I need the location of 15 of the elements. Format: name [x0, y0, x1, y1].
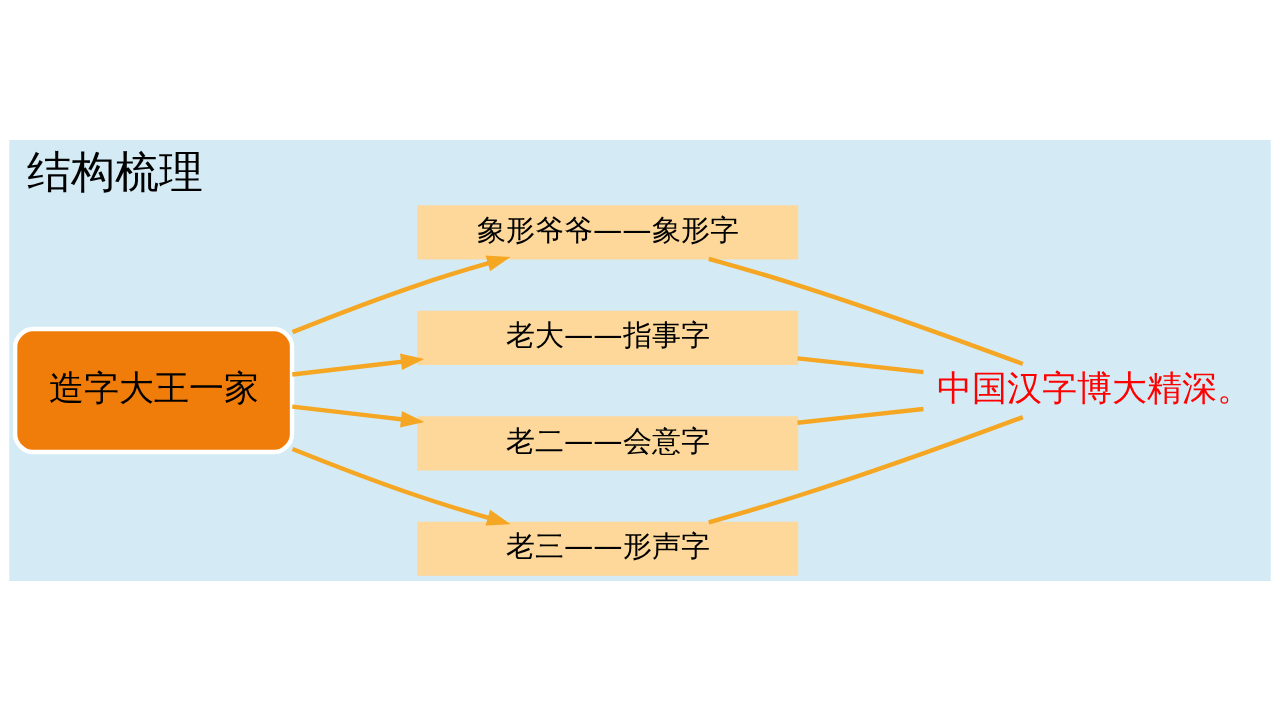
node-box: 老二——会意字	[417, 415, 799, 470]
node-box: 老三——形声字	[417, 521, 799, 576]
arrow	[291, 446, 511, 526]
connector	[797, 406, 924, 425]
arrow	[291, 254, 511, 334]
node-text: 中国汉字博大精深。	[936, 366, 1252, 408]
diagram-title: 结构梳理	[27, 145, 204, 197]
connector	[708, 414, 1024, 524]
node-box: 象形爷爷——象形字	[417, 204, 799, 259]
node-box: 老大——指事字	[417, 310, 799, 365]
node-box: 造字大王一家	[12, 326, 295, 454]
arrow	[292, 353, 425, 377]
arrow	[292, 403, 425, 427]
connector	[797, 355, 924, 374]
connector	[708, 256, 1024, 366]
